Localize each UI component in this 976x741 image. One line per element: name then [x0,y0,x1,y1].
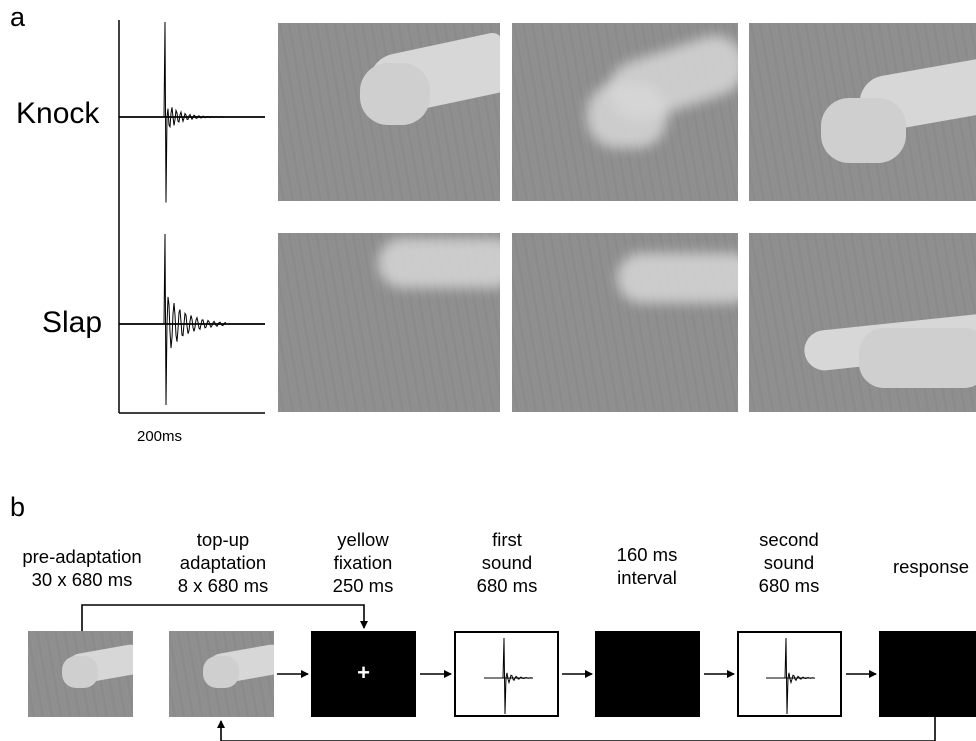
top-up-thumbnail [169,631,274,717]
step-label-first-sound: first sound 680 ms [477,528,538,597]
step-label-line: fixation [333,552,393,573]
step-label-line: second [759,529,819,550]
step-label-interval: 160 ms interval [617,543,678,589]
pre-adaptation-thumbnail [28,631,133,717]
time-axis [118,20,265,414]
step-label-line: interval [617,567,677,588]
loop-back-arrow [217,717,936,741]
step-label-line: 160 ms [616,544,678,565]
slap-frame-3 [749,233,976,412]
slap-waveform [163,233,227,406]
step-label-line: 680 ms [476,575,538,596]
step-label-top-up: top-up adaptation 8 x 680 ms [178,528,269,597]
step-label-line: top-up [196,529,250,550]
response-box [879,631,976,717]
step-label-line: adaptation [179,552,267,573]
step-label-line: yellow [337,529,389,550]
step-label-line: pre-adaptation [22,546,142,567]
knock-frame-2 [512,23,738,201]
time-scale-label: 200ms [137,428,183,445]
row-label-knock: Knock [16,97,100,130]
row-label-slap: Slap [42,306,103,339]
step-label-line: 30 x 680 ms [31,569,133,590]
step-label-line: response [892,556,970,577]
step-label-line: 680 ms [758,575,820,596]
step-label-line: sound [763,552,815,573]
second-sound-waveform [784,637,816,715]
knock-frame-3 [749,23,976,201]
step-label-line: 250 ms [332,575,394,596]
first-sound-waveform [502,637,534,715]
step-label-fixation: yellow fixation 250 ms [333,528,394,597]
step-label-line: sound [481,552,533,573]
skip-arrow [81,604,368,631]
panel-letter-b: b [10,492,26,522]
step-label-line: 8 x 680 ms [177,575,269,596]
slap-frame-1 [278,233,500,412]
knock-waveform [163,21,225,203]
knock-frame-1 [278,23,500,201]
step-label-response: response [893,555,969,578]
step-label-pre-adaptation: pre-adaptation 30 x 680 ms [22,545,141,591]
slap-frame-2 [512,233,738,412]
panel-letter-a: a [10,2,26,32]
fixation-box: + [311,631,416,717]
fixation-cross: + [357,660,370,685]
interval-box [595,631,700,717]
step-label-second-sound: second sound 680 ms [759,528,820,597]
step-label-line: first [492,529,522,550]
